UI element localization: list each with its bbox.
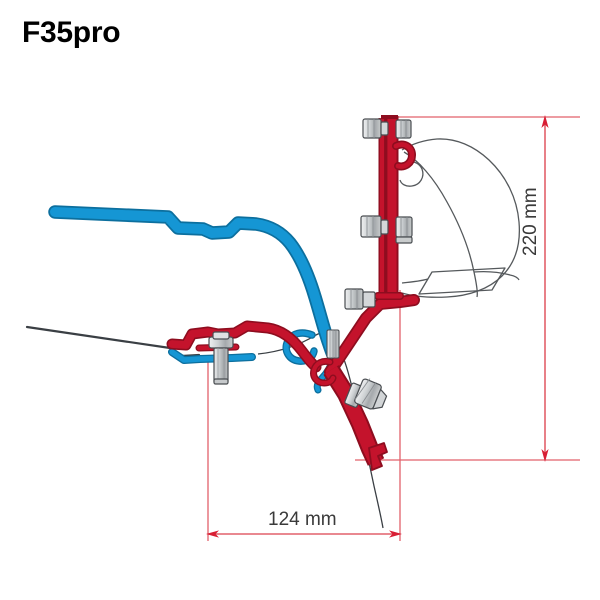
roof-rail — [48, 205, 343, 394]
page-title: F35pro — [22, 16, 121, 49]
dimension-label-horizontal: 124 mm — [268, 509, 337, 530]
bolt-rail — [208, 331, 234, 385]
awning-case — [401, 138, 521, 298]
roof-rail-lower-strip-fill — [169, 349, 255, 363]
bolt-clamp — [326, 329, 340, 359]
dim-arrow-bottom — [541, 449, 549, 462]
bolt-riser — [344, 288, 376, 310]
bolt-lower — [344, 378, 388, 410]
dim-arrow-right — [389, 530, 402, 538]
dimension-label-vertical: 220 mm — [520, 187, 541, 256]
bracket-top-hook-fill — [393, 142, 415, 169]
bolt-upper — [362, 118, 412, 139]
bracket-clamp-nose-fill — [311, 359, 336, 386]
dim-arrow-top — [541, 115, 549, 128]
case-hook — [399, 161, 424, 187]
dim-arrow-left — [206, 530, 219, 538]
bolt-middle — [360, 215, 413, 244]
bracket-riser-arm-fill — [325, 295, 419, 377]
bracket-leg-foot — [368, 442, 388, 471]
dimension-lines — [206, 115, 580, 541]
vehicle-side-curve — [257, 332, 384, 529]
